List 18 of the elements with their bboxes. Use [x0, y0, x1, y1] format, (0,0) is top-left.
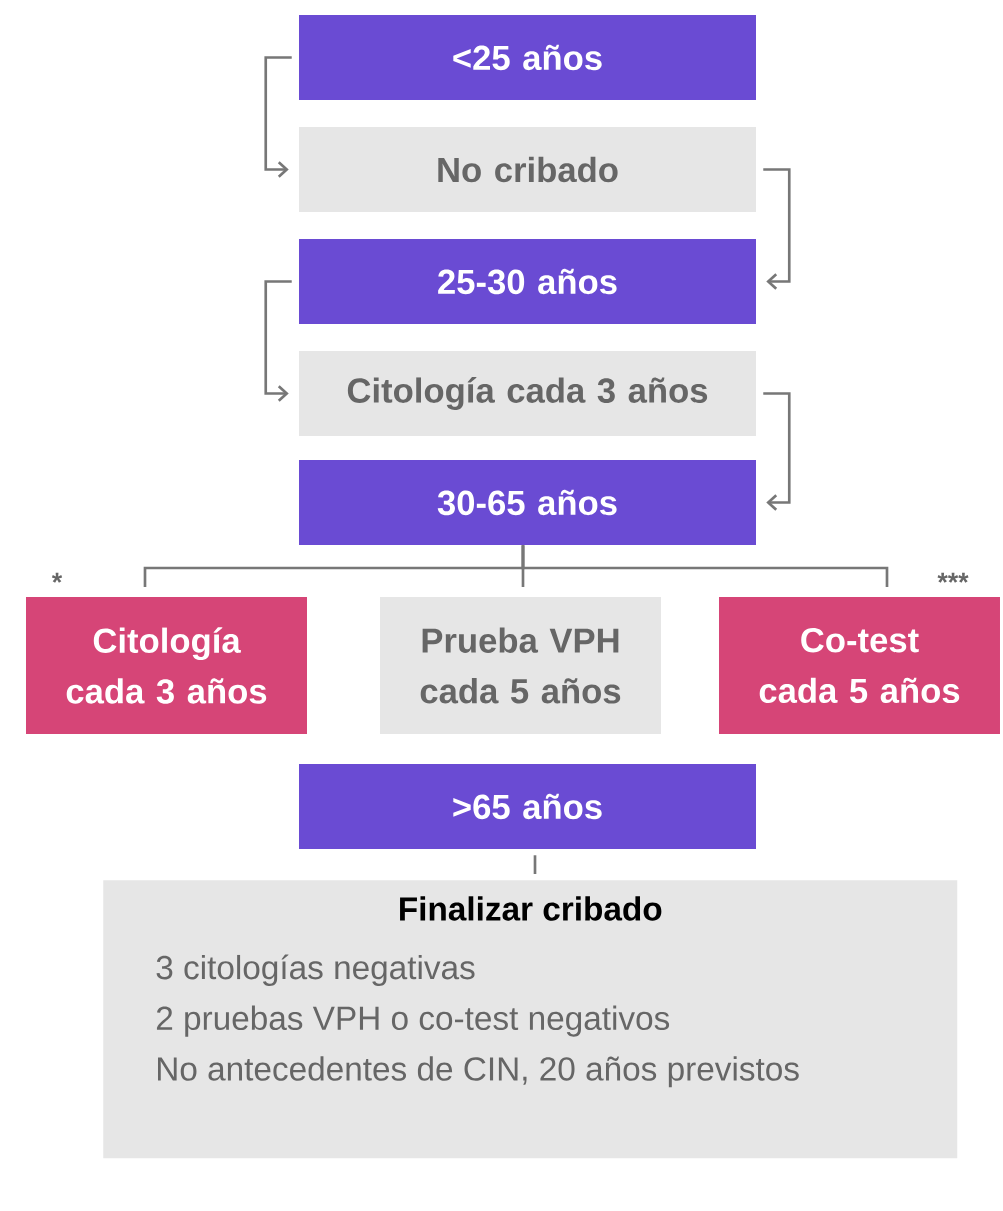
footnote-mark: *	[51, 572, 63, 583]
option-box: Co-test cada 5 años	[719, 597, 1000, 734]
recommendation-box: Citología cada 3 años	[299, 351, 756, 436]
arrow	[763, 392, 791, 511]
age-box: 30-65 años	[299, 460, 756, 545]
arrow	[763, 168, 791, 290]
arrow	[264, 56, 292, 178]
option-box: Citología cada 3 años	[26, 597, 307, 734]
end-box: Finalizar cribado 3 citologías negativas 2 pruebas VPH o co-test negativos No antecedentes de CIN, 20 años previstos	[103, 880, 958, 1159]
age-box: <25 años	[299, 15, 756, 100]
recommendation-box: No cribado	[299, 127, 756, 212]
recommendation-box: Prueba VPH cada 5 años	[380, 597, 661, 734]
footnote-mark: ***	[937, 572, 969, 583]
arrow	[264, 280, 292, 402]
age-box: >65 años	[299, 764, 756, 849]
branch-line	[521, 545, 889, 587]
age-box: 25-30 años	[299, 239, 756, 324]
connector-line	[533, 855, 537, 874]
